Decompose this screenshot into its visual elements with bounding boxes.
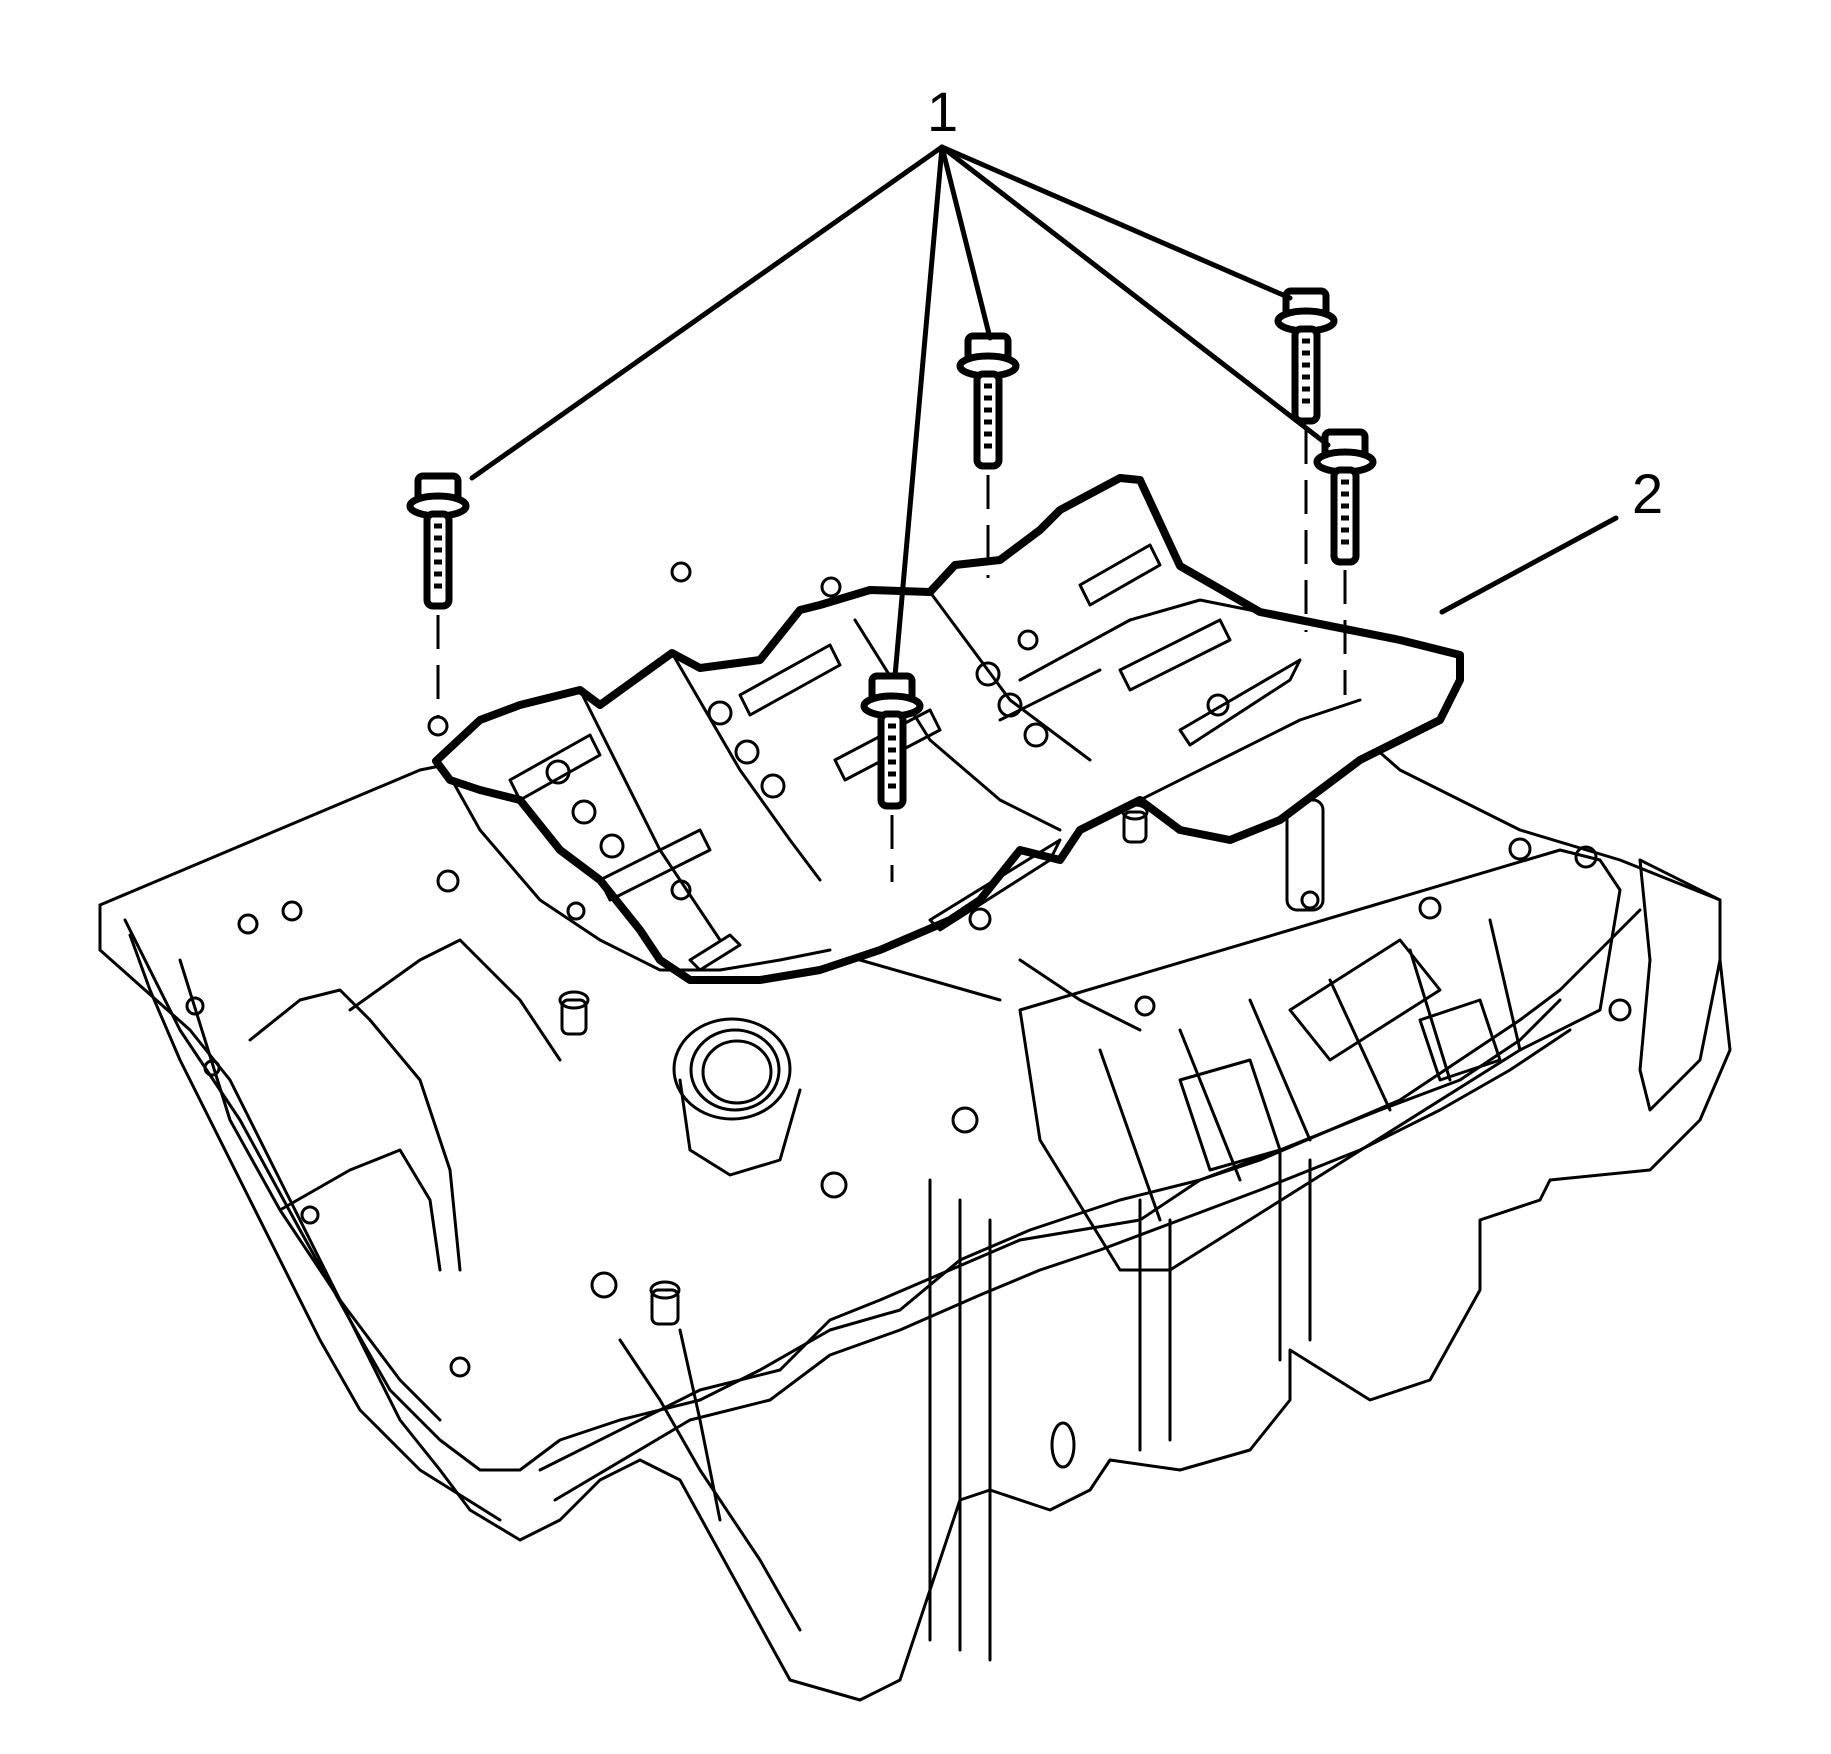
leader-lines [469,144,1619,679]
drain-boss [672,1017,802,1177]
callout-2-label: 2 [1632,462,1664,525]
bolts [406,287,1377,810]
bolt-2 [860,672,924,810]
pan-studs [558,798,1325,1326]
shield [427,474,1464,984]
install-lines [436,430,1347,882]
bolt-5 [1313,428,1377,566]
flange-holes [185,837,1632,1378]
oil-pan [98,638,1732,1702]
shield-holes [545,661,1230,921]
callout-1-label: 1 [927,80,959,143]
bolt-3 [956,332,1020,470]
bolt-4 [1274,287,1338,425]
bolt-1 [406,472,470,610]
